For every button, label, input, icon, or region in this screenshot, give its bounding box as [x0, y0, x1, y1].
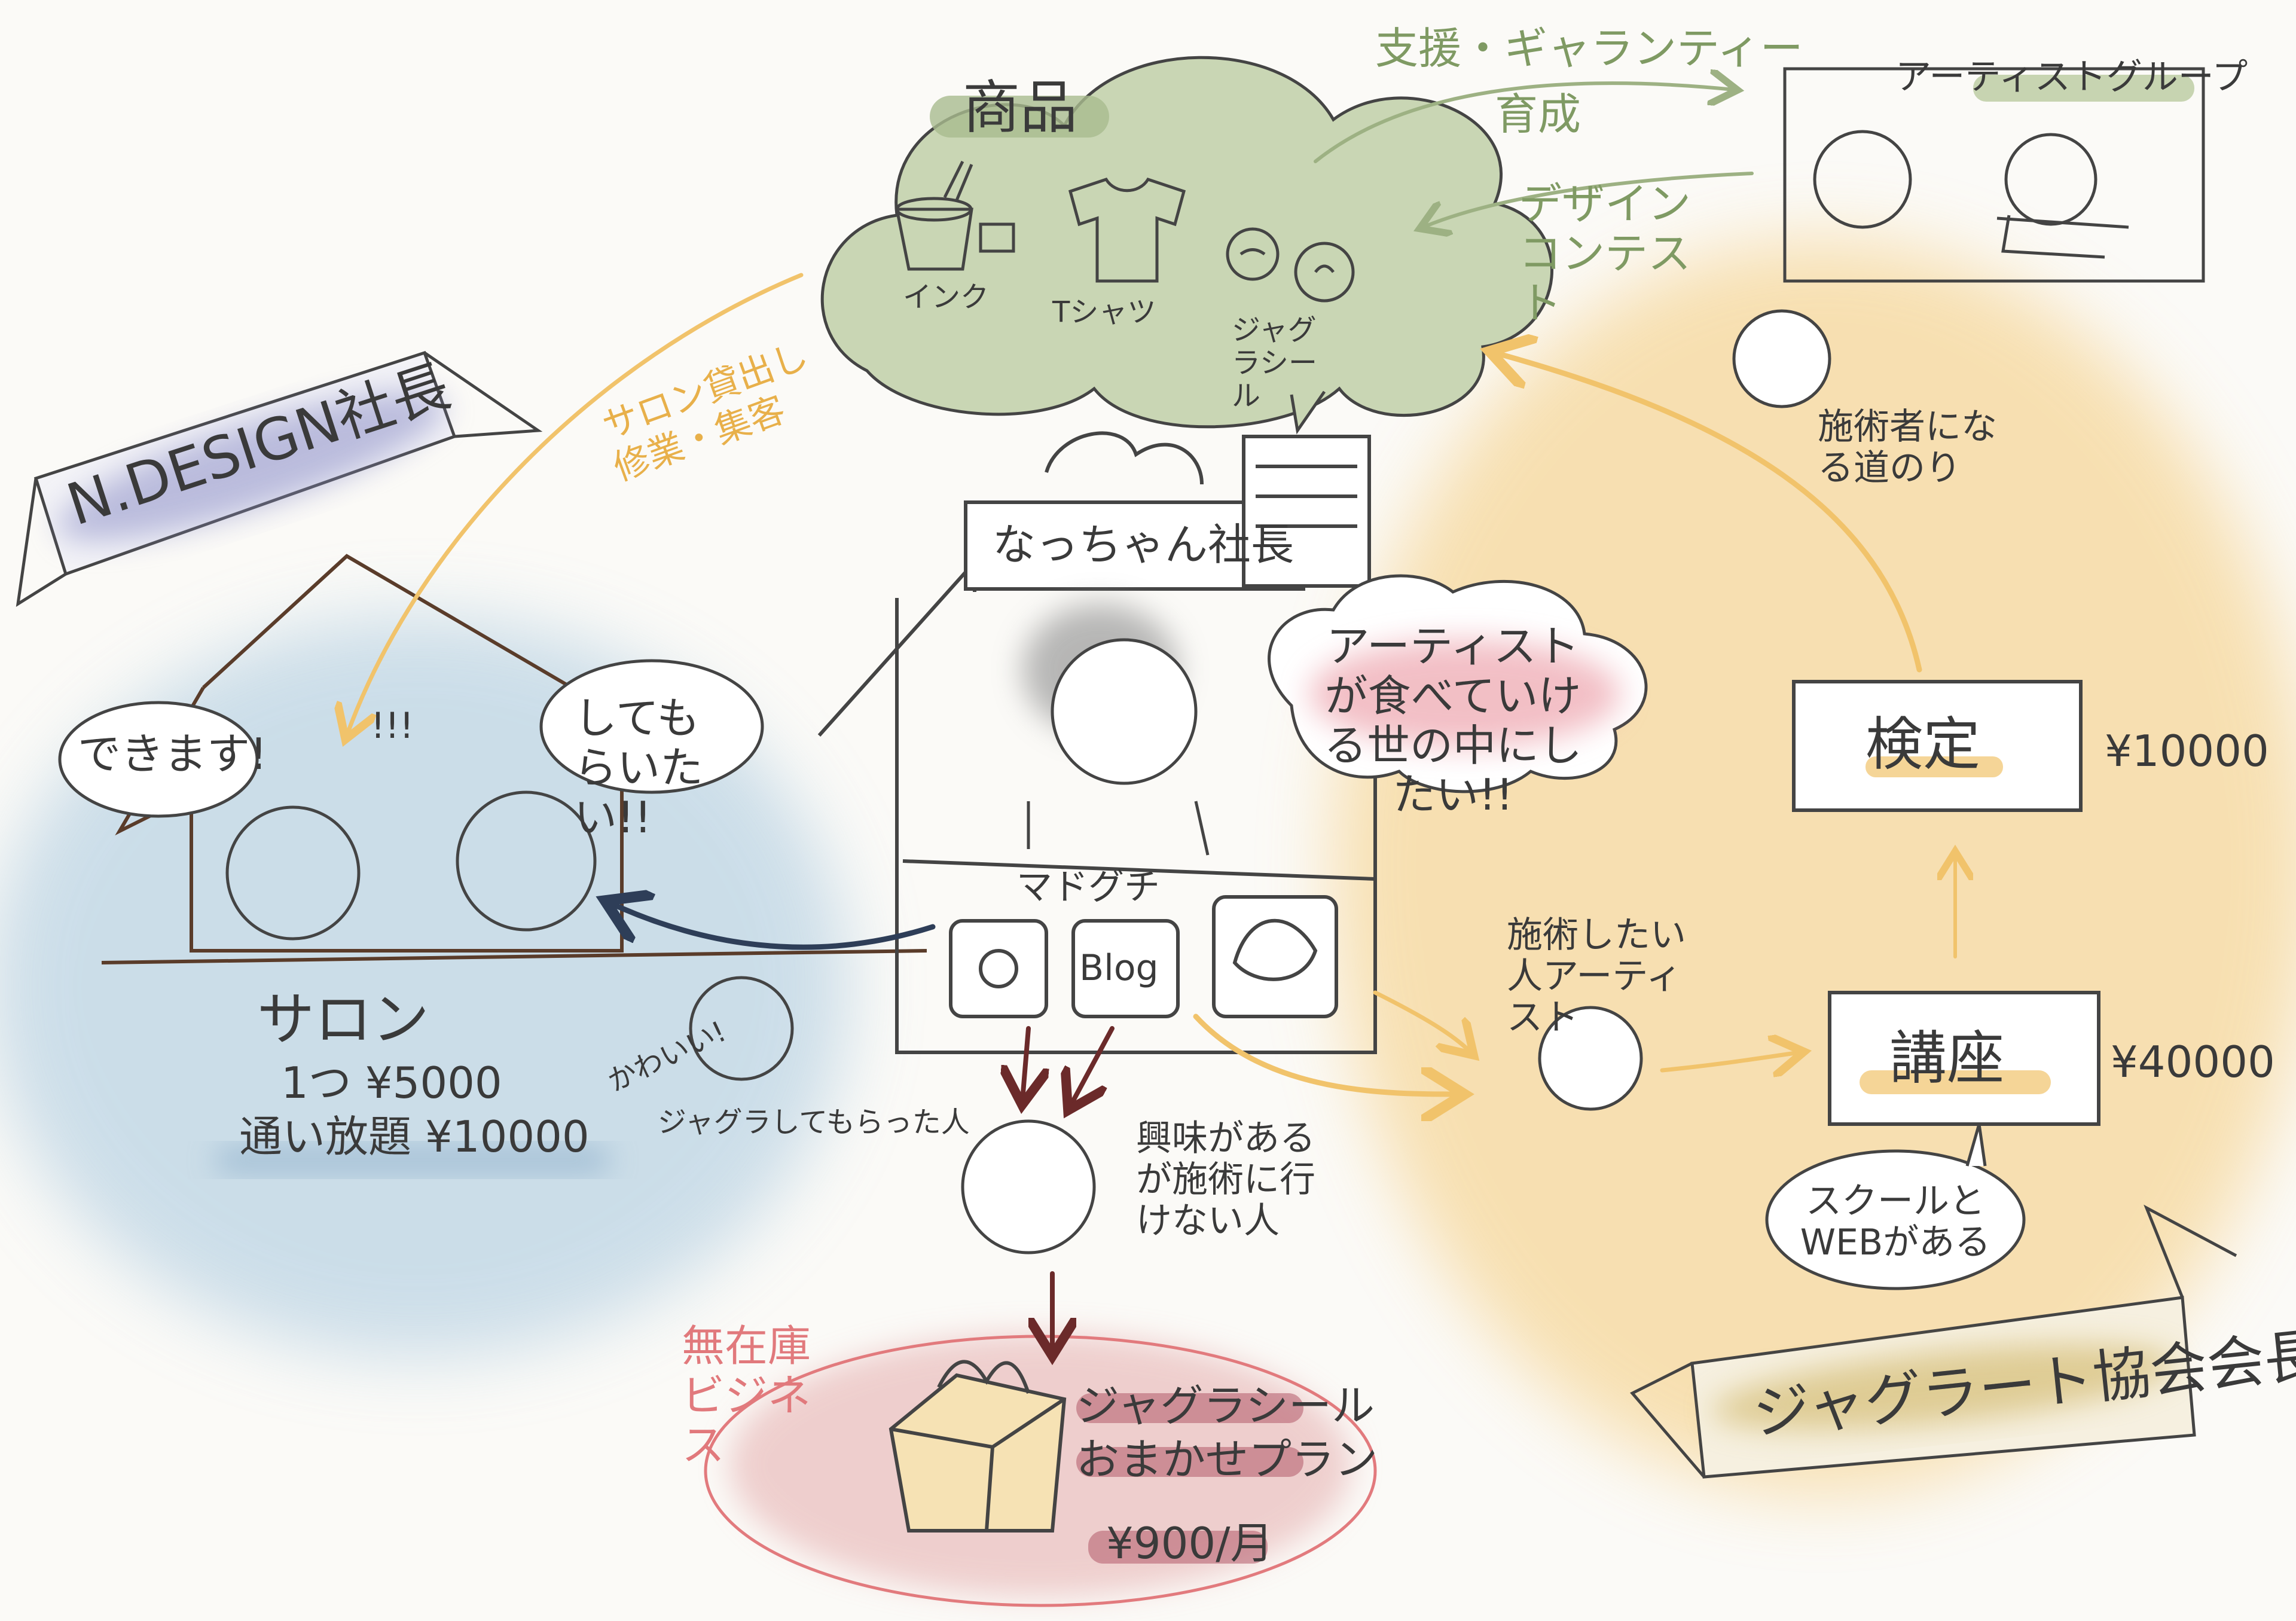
plan-price: ¥900/月	[1106, 1518, 1274, 1568]
shop-window-icons	[949, 895, 1338, 1018]
arrow-window-person-1	[1022, 1026, 1028, 1100]
title-highlight	[930, 96, 1109, 138]
course-box	[1828, 991, 2100, 1126]
artist-group-board	[1783, 67, 2205, 283]
exam-title: 検定	[1866, 711, 1980, 778]
shop-speech: アーティストが食べていける世の中にしたい!!	[1323, 621, 1582, 820]
arrow-window-salon	[610, 903, 936, 950]
exam-price: ¥10000	[2105, 726, 2269, 776]
arrow-exam-products	[1495, 353, 1922, 673]
design-contest-label: デザインコンテスト	[1519, 179, 1692, 328]
salon-marks: !!!	[371, 705, 414, 747]
salon-title: サロン	[257, 986, 429, 1053]
flow-arrows	[347, 83, 1955, 1351]
salon-house	[101, 554, 927, 964]
shop-owner	[1022, 604, 1210, 856]
plan-line-1: ジャグラシール	[1076, 1381, 1375, 1431]
arrow-support	[1314, 83, 1734, 163]
right-people	[1538, 309, 1831, 1111]
cloud-tail	[1290, 390, 1326, 435]
interested-person	[961, 1119, 1096, 1254]
arrow-contest	[1423, 172, 1754, 227]
salon-speech-bubbles	[58, 659, 764, 818]
shop	[817, 431, 1377, 1054]
shop-name: なっちゃん社長	[993, 520, 1294, 570]
shop-speech-cloud	[1268, 574, 1648, 793]
salon-price-1: 1つ ¥5000	[281, 1058, 502, 1108]
gift-box-icon	[889, 1360, 1067, 1533]
products-title: 商品	[963, 74, 1077, 141]
salon-price-2: 通い放題 ¥10000	[239, 1112, 590, 1162]
arrow-shop-artist-2	[1373, 990, 1471, 1052]
blog-label: Blog	[1079, 947, 1159, 989]
cloud-shape	[820, 56, 1553, 429]
speech-can: できます!	[78, 729, 267, 779]
artist-group-title: アーティストグループ	[1895, 56, 2248, 98]
exam-box	[1792, 680, 2083, 812]
ink-label: インク	[903, 280, 990, 314]
plan-line-2: おまかせプラン	[1076, 1434, 1378, 1485]
interested-label: 興味があるが施術に行けない人	[1136, 1118, 1315, 1242]
artist-want-label: 施術したい人アーティスト	[1507, 914, 1686, 1039]
jagura-person-label: ジャグラしてもらった人	[658, 1106, 970, 1139]
speech-want: してもらいたい!!	[574, 693, 704, 842]
arrow-window-person-2	[1070, 1026, 1115, 1106]
no-stock-label: 無在庫ビジネス	[682, 1321, 811, 1470]
road-label: 施術者になる道のり	[1818, 406, 1997, 489]
association-banner	[1630, 1204, 2237, 1479]
tshirt-icon	[1068, 177, 1186, 283]
arrow-artist-course	[1660, 1052, 1800, 1070]
arrow-shop-artist	[1193, 1013, 1459, 1094]
school-bubble	[1765, 1124, 2026, 1290]
course-price: ¥40000	[2111, 1037, 2275, 1087]
salon-price-highlight	[215, 1148, 610, 1172]
ink-icon	[894, 160, 1015, 271]
shop-window-label: マドグチ	[1016, 866, 1160, 908]
salon-people	[225, 790, 794, 1081]
sticker-label: ジャグラシール	[1232, 313, 1318, 413]
nurture-label: 育成	[1495, 89, 1581, 139]
support-label: 支援・ギャランティー	[1375, 23, 1803, 74]
artist-face-icon	[1813, 130, 2129, 259]
arrow-salon-rent	[347, 273, 804, 735]
course-title: 講座	[1889, 1025, 2004, 1092]
tshirt-label: Tシャツ	[1052, 295, 1156, 329]
n-design-banner	[16, 350, 543, 607]
school-label: スクールとWEBがある	[1800, 1180, 1991, 1263]
sticker-icon	[1226, 227, 1355, 303]
orange-wash	[1333, 239, 2296, 1495]
product-cloud	[820, 56, 1553, 435]
